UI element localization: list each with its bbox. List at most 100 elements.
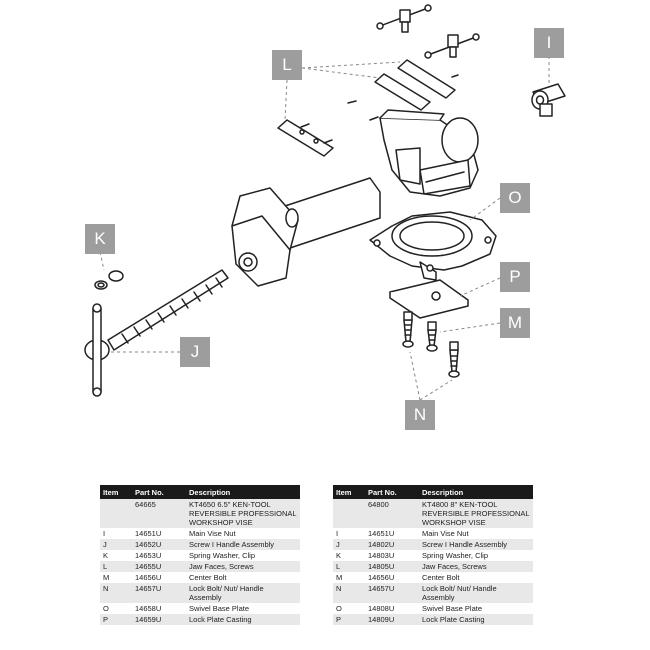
- cell-part: 14651U: [365, 528, 419, 539]
- cell-description: Swivel Base Plate: [186, 603, 300, 614]
- cell-description: Center Bolt: [186, 572, 300, 583]
- cell-item: J: [100, 539, 132, 550]
- cell-item: M: [333, 572, 365, 583]
- cell-description: Spring Washer, Clip: [419, 550, 533, 561]
- jaw-face-right: [397, 59, 456, 99]
- cell-part: 14657U: [132, 583, 186, 603]
- cell-part: 14808U: [365, 603, 419, 614]
- callout-tag-i: I: [534, 28, 564, 58]
- cell-item: P: [100, 614, 132, 625]
- cell-description: Jaw Faces, Screws: [186, 561, 300, 572]
- callout-tag-o: O: [500, 183, 530, 213]
- callout-tag-j: J: [180, 337, 210, 367]
- table-header-row: Item Part No. Description: [100, 485, 300, 499]
- cell-item: O: [100, 603, 132, 614]
- cell-part: 14658U: [132, 603, 186, 614]
- cell-description: Main Vise Nut: [186, 528, 300, 539]
- cell-description: Lock Bolt/ Nut/ Handle Assembly: [419, 583, 533, 603]
- cell-description: KT4650 6.5" KEN-TOOL REVERSIBLE PROFESSI…: [186, 499, 300, 528]
- cell-item: I: [333, 528, 365, 539]
- cell-item: K: [100, 550, 132, 561]
- cell-item: [333, 499, 365, 528]
- cell-item: O: [333, 603, 365, 614]
- cell-description: Main Vise Nut: [419, 528, 533, 539]
- cell-part: 64665: [132, 499, 186, 528]
- lock-handle-top-right: [424, 33, 480, 59]
- cell-part: 14653U: [132, 550, 186, 561]
- cell-item: L: [333, 561, 365, 572]
- column-header-item: Item: [100, 485, 132, 499]
- cell-part: 14656U: [365, 572, 419, 583]
- jaw-screws: [300, 74, 459, 144]
- cell-item: N: [100, 583, 132, 603]
- bolt-n-left: [402, 311, 414, 348]
- cell-item: K: [333, 550, 365, 561]
- cell-description: Jaw Faces, Screws: [419, 561, 533, 572]
- front-jaw-beam: [231, 177, 381, 287]
- cell-item: N: [333, 583, 365, 603]
- cell-description: Spring Washer, Clip: [186, 550, 300, 561]
- bolt-m-center: [426, 321, 438, 352]
- callout-tag-p: P: [500, 262, 530, 292]
- cell-description: KT4800 8" KEN-TOOL REVERSIBLE PROFESSION…: [419, 499, 533, 528]
- cell-item: P: [333, 614, 365, 625]
- exploded-vise-diagram: [84, 4, 566, 401]
- jaw-face-left: [277, 119, 334, 157]
- callout-tag-k: K: [85, 224, 115, 254]
- rear-jaw-body: [379, 109, 479, 197]
- main-vise-nut-part: [531, 83, 566, 117]
- leader-lines: [99, 56, 550, 401]
- cell-item: I: [100, 528, 132, 539]
- cell-part: 14655U: [132, 561, 186, 572]
- cell-description: Screw I Handle Assembly: [419, 539, 533, 550]
- cell-description: Lock Plate Casting: [186, 614, 300, 625]
- lock-plate-part: [389, 279, 469, 319]
- cell-description: Swivel Base Plate: [419, 603, 533, 614]
- column-header-item: Item: [333, 485, 365, 499]
- screw-handle-assembly-part: [84, 269, 229, 397]
- cell-description: Lock Plate Casting: [419, 614, 533, 625]
- cell-item: J: [333, 539, 365, 550]
- cell-part: 14651U: [132, 528, 186, 539]
- cell-description: Screw I Handle Assembly: [186, 539, 300, 550]
- cell-part: 14805U: [365, 561, 419, 572]
- cell-part: 14803U: [365, 550, 419, 561]
- callout-tag-l: L: [272, 50, 302, 80]
- column-header-description: Description: [419, 485, 533, 499]
- swivel-base-part: [369, 211, 497, 281]
- callout-tag-n: N: [405, 400, 435, 430]
- cell-item: L: [100, 561, 132, 572]
- callout-tag-m: M: [500, 308, 530, 338]
- column-header-part: Part No.: [132, 485, 186, 499]
- cell-description: Center Bolt: [419, 572, 533, 583]
- cell-part: 14652U: [132, 539, 186, 550]
- column-header-description: Description: [186, 485, 300, 499]
- bolt-n-right: [448, 341, 460, 378]
- cell-item: [100, 499, 132, 528]
- cell-item: M: [100, 572, 132, 583]
- column-header-part: Part No.: [365, 485, 419, 499]
- cell-part: 14657U: [365, 583, 419, 603]
- spring-washer-clip-part: [94, 270, 124, 290]
- cell-part: 14809U: [365, 614, 419, 625]
- jaw-face-middle: [374, 73, 431, 111]
